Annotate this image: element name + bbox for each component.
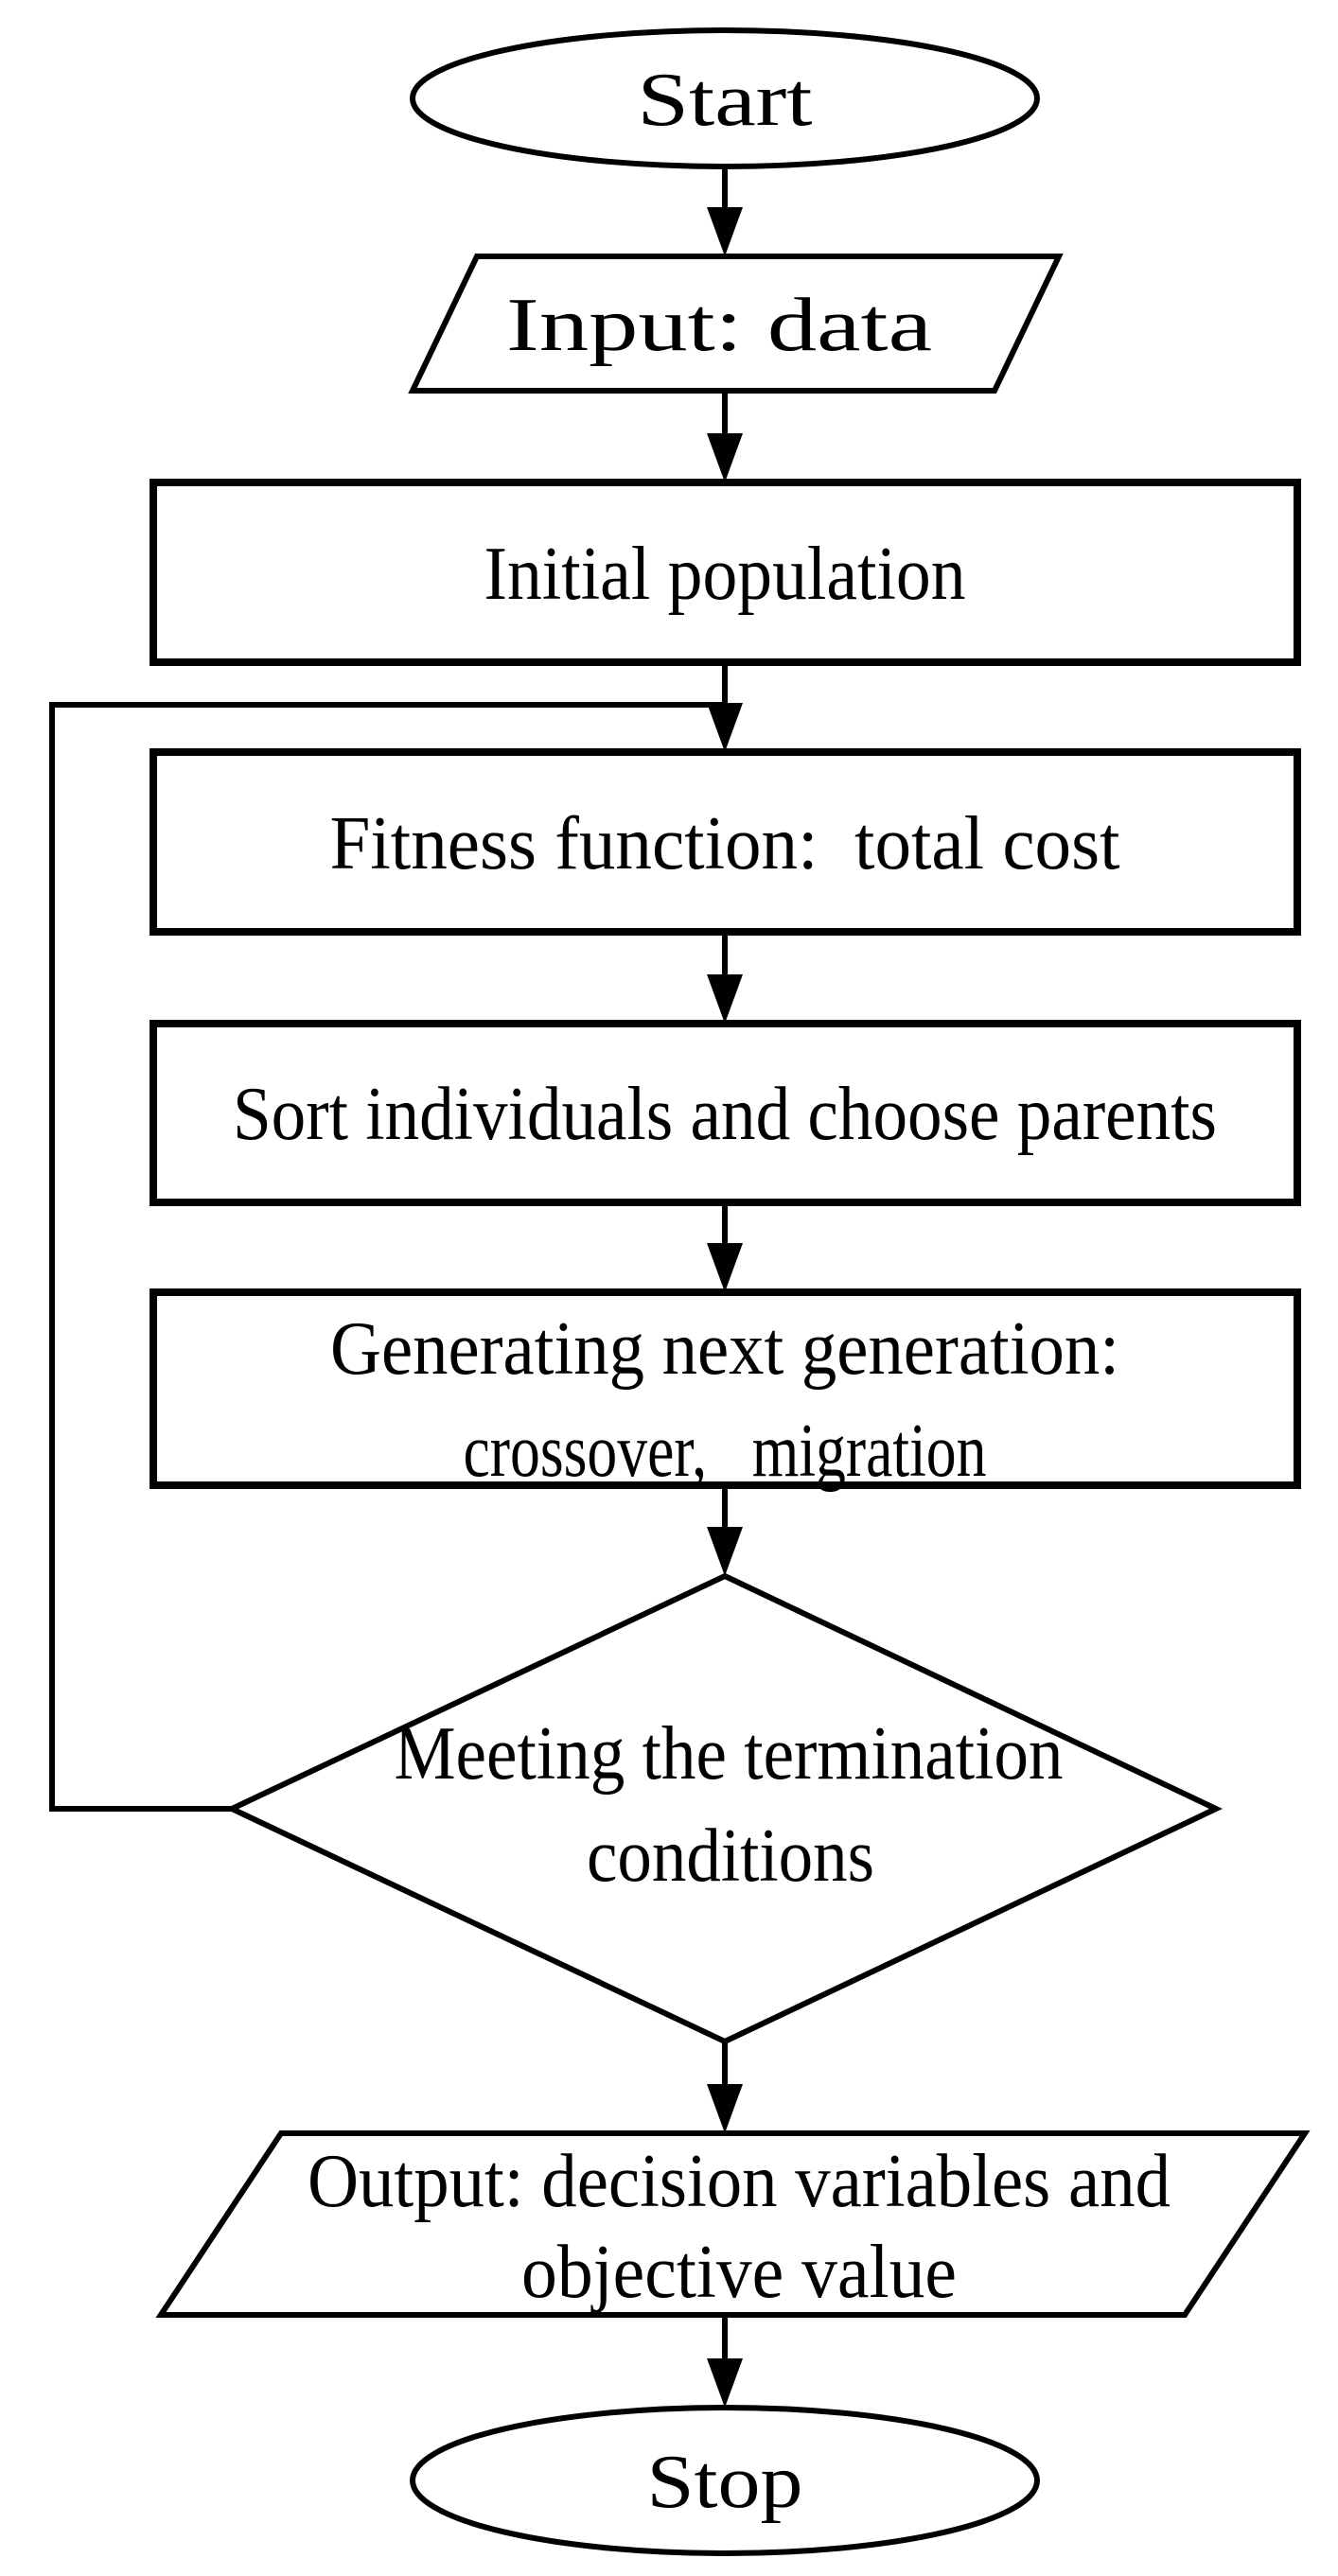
arrowhead-decision-output bbox=[707, 2084, 743, 2133]
node-initial-population-label: Initial population bbox=[484, 533, 966, 616]
arrowhead-sort-generate bbox=[707, 1243, 743, 1292]
arrowhead-input-initial bbox=[707, 433, 743, 482]
node-start-label: Start bbox=[638, 59, 813, 142]
node-stop: Stop bbox=[410, 2405, 1040, 2556]
node-initial-population: Initial population bbox=[150, 479, 1301, 666]
edges bbox=[49, 166, 743, 2408]
arrowhead-initial-fitness bbox=[707, 703, 743, 752]
node-sort-label: Sort individuals and choose parents bbox=[233, 1073, 1217, 1156]
node-stop-label: Stop bbox=[647, 2441, 803, 2524]
arrowhead-generate-decision bbox=[707, 1527, 743, 1576]
node-output-label-line1: Output: decision variables and bbox=[308, 2140, 1171, 2223]
node-decision-label-line2: conditions bbox=[587, 1814, 874, 1898]
initial-population-rect-shape bbox=[150, 479, 1301, 666]
node-generate-label-line2: crossover, migration bbox=[464, 1410, 987, 1493]
node-output-label-line2: objective value bbox=[521, 2231, 957, 2314]
node-input: Input: data bbox=[408, 254, 1064, 394]
output-parallelogram-shape bbox=[155, 2130, 1311, 2318]
node-generate-label-line1: Generating next generation: bbox=[330, 1307, 1119, 1391]
sort-rect-shape bbox=[150, 1020, 1301, 1206]
input-parallelogram-shape bbox=[408, 254, 1064, 394]
generate-rect-shape bbox=[150, 1288, 1301, 1489]
node-fitness: Fitness function: total cost bbox=[150, 748, 1301, 936]
node-decision-label-line1: Meeting the termination bbox=[395, 1712, 1064, 1796]
arrowhead-output-stop bbox=[707, 2358, 743, 2408]
arrowhead-fitness-sort bbox=[707, 974, 743, 1024]
node-fitness-label: Fitness function: total cost bbox=[330, 802, 1120, 885]
node-sort: Sort individuals and choose parents bbox=[150, 1020, 1301, 1206]
node-output: Output: decision variables and objective… bbox=[155, 2130, 1311, 2318]
stop-terminator-shape bbox=[410, 2405, 1040, 2556]
edge-feedback-loop bbox=[49, 702, 725, 1812]
decision-diamond-shape bbox=[224, 1572, 1224, 2045]
fitness-rect-shape bbox=[150, 748, 1301, 936]
start-terminator-shape bbox=[410, 27, 1040, 169]
node-decision: Meeting the termination conditions bbox=[224, 1572, 1224, 2045]
arrowhead-start-input bbox=[707, 207, 743, 256]
node-generate: Generating next generation: crossover, m… bbox=[150, 1288, 1301, 1493]
node-start: Start bbox=[410, 27, 1040, 169]
node-input-label: Input: data bbox=[506, 284, 932, 367]
